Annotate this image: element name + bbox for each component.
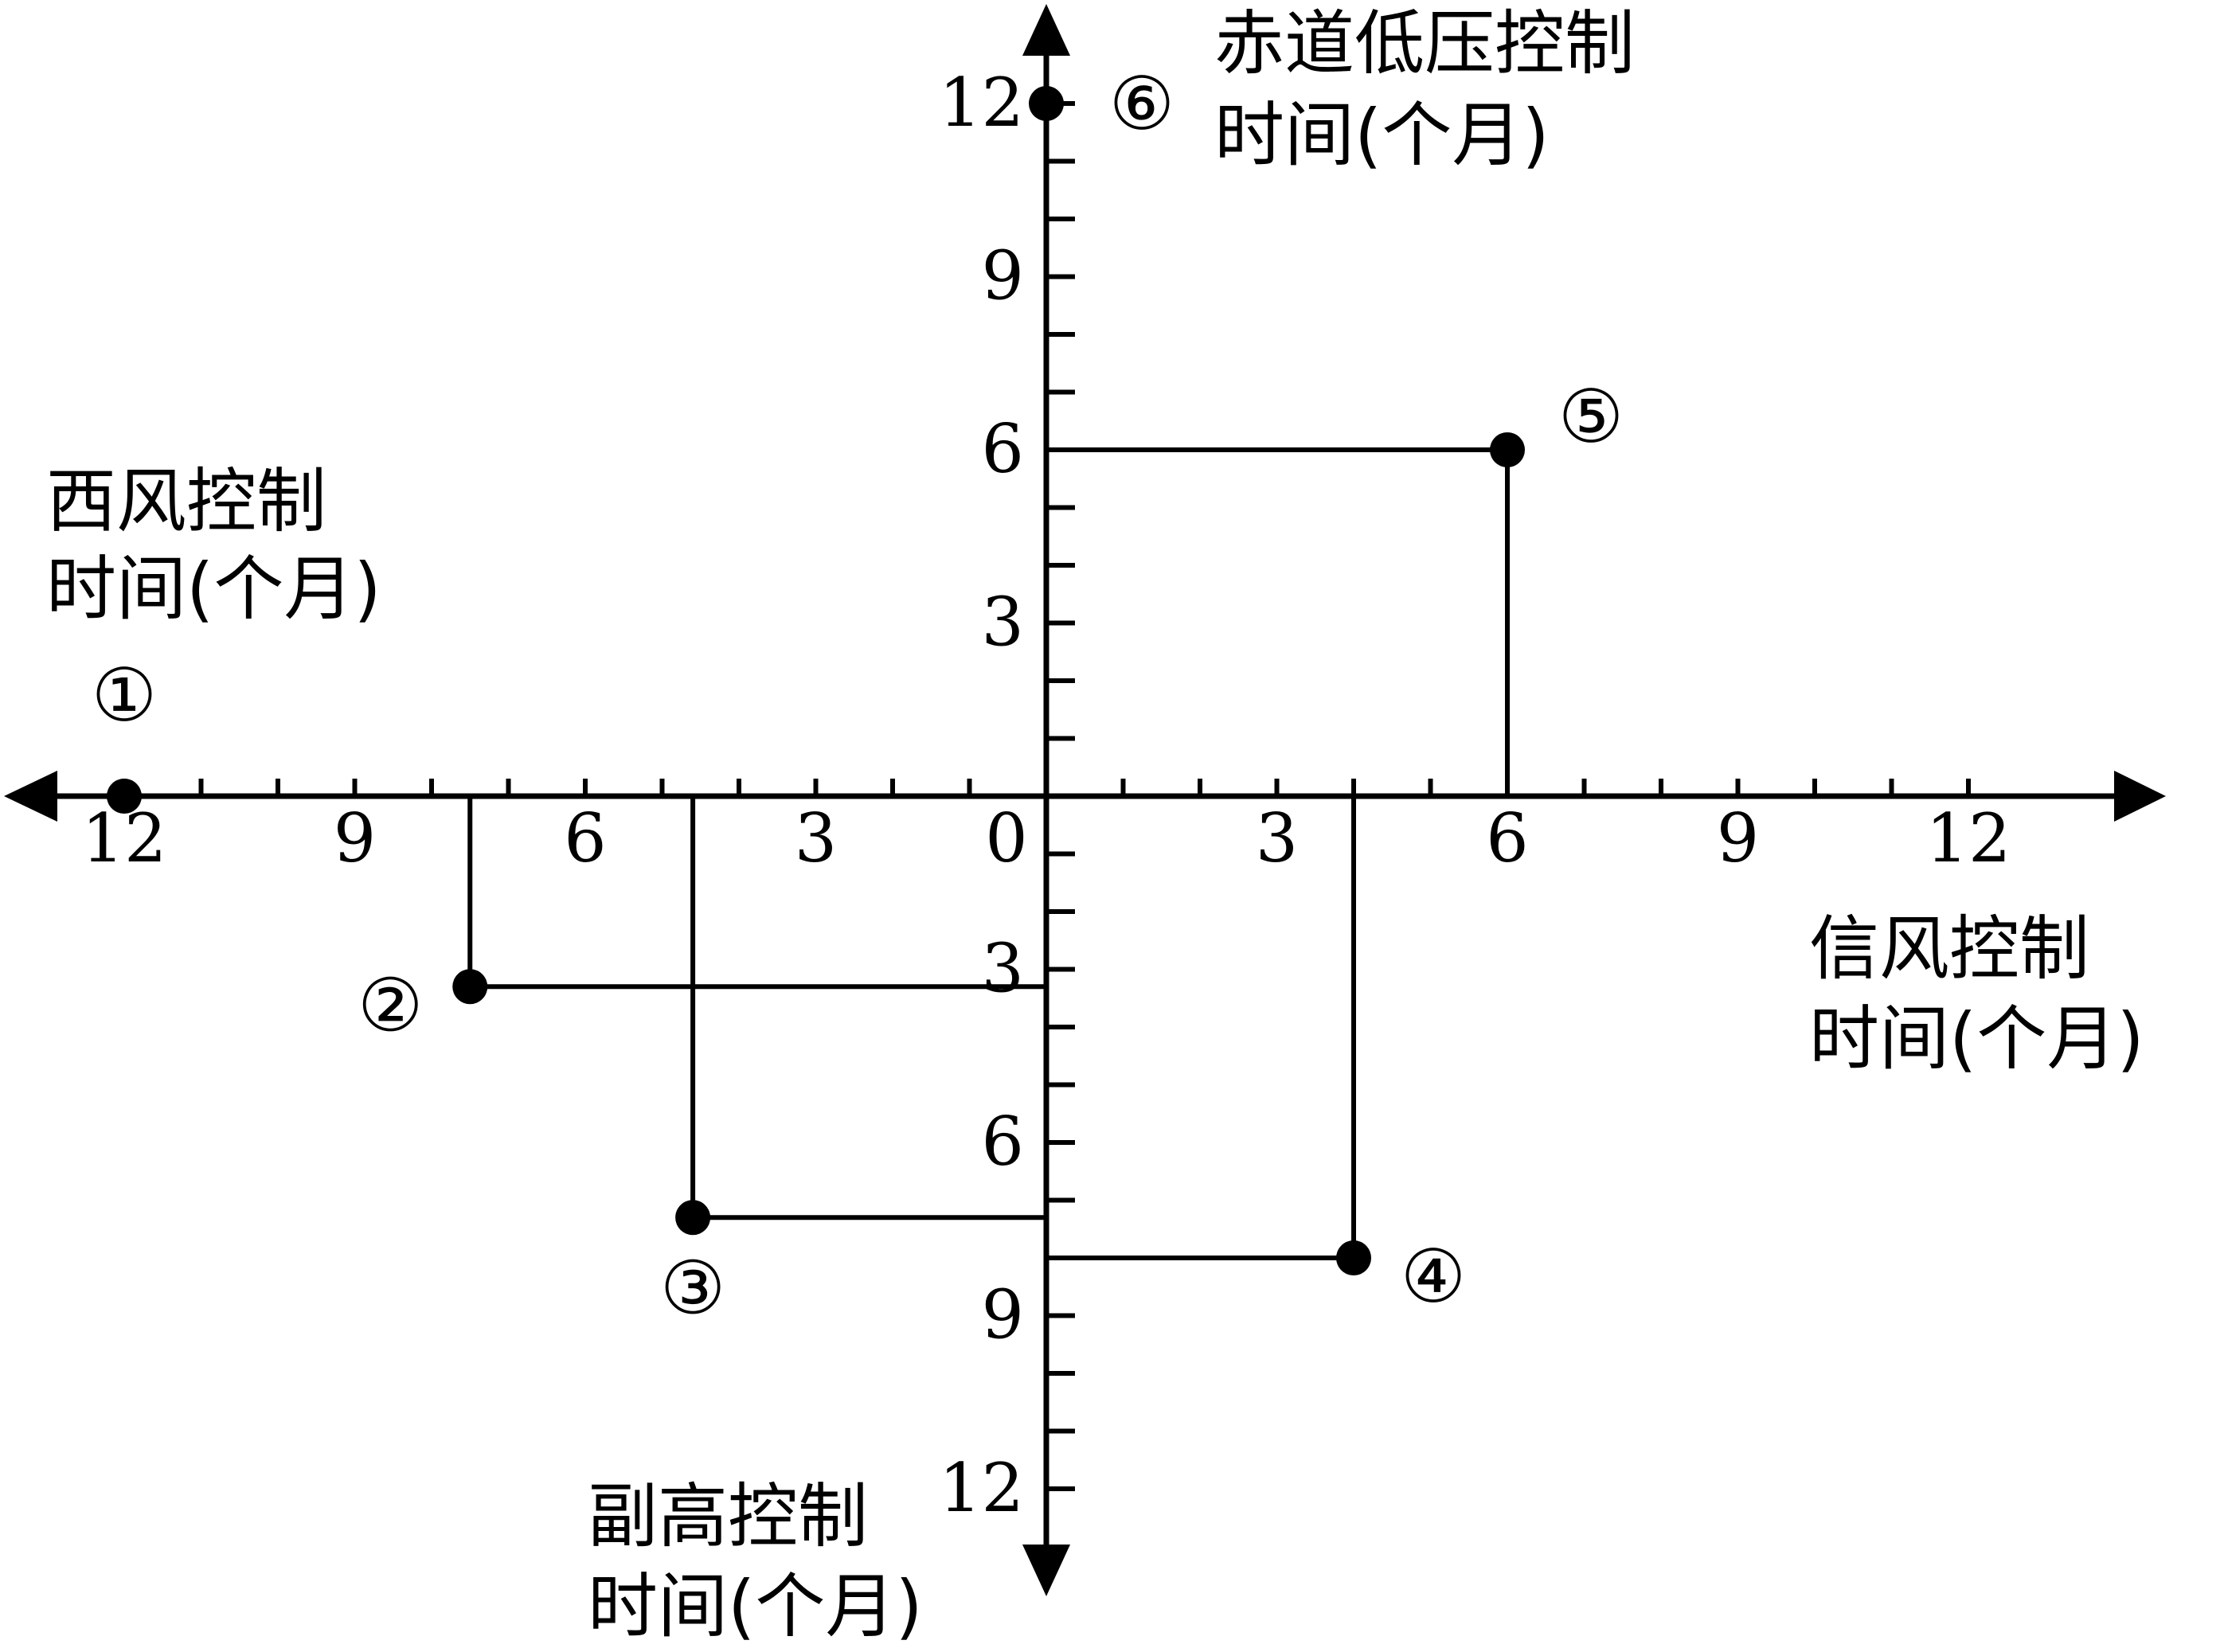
data-point-label: ① [92,653,157,738]
south-axis-title-line-1: 副高控制 [588,1475,868,1557]
north-tick-label: 3 [982,584,1024,662]
north-axis-title-line-1: 赤道低压控制 [1214,2,1635,84]
north-tick-label: 12 [939,64,1024,142]
east-axis-title-line-2: 时间(个月) [1809,998,2144,1080]
north-axis-title-line-2: 时间(个月) [1214,94,1550,176]
east-tick-label: 9 [1717,799,1759,877]
west-arrowhead [4,771,57,822]
south-tick-label: 6 [982,1103,1024,1181]
south-axis-title-line-2: 时间(个月) [588,1565,923,1647]
east-tick-label: 12 [1926,799,2011,877]
data-point [1336,1240,1371,1275]
east-axis-title: 信风控制 时间(个月) [1809,908,2144,1080]
west-axis-title-line-2: 时间(个月) [46,548,381,630]
data-point [452,969,488,1005]
south-tick-label: 3 [982,930,1024,1008]
east-tick-label: 3 [1256,799,1298,877]
east-arrowhead [2114,771,2166,822]
guide-lines [467,447,1510,1260]
axes [4,4,2166,1596]
data-point-label: ⑤ [1558,374,1624,459]
east-axis-title-line-1: 信风控制 [1809,908,2089,990]
data-point [675,1200,711,1236]
data-point [1029,86,1064,121]
west-tick-label: 6 [564,799,606,877]
south-tick-label: 9 [982,1276,1024,1354]
data-point [107,779,142,814]
south-arrowhead [1022,1545,1070,1596]
north-tick-label: 9 [982,237,1024,315]
data-point-label: ③ [660,1245,725,1330]
west-tick-label: 3 [795,799,837,877]
data-point [1490,432,1525,467]
west-tick-label: 9 [334,799,376,877]
data-point-label: ⑥ [1109,61,1175,146]
origin-label: 0 [985,799,1027,877]
south-axis-title: 副高控制 时间(个月) [588,1475,923,1647]
north-arrowhead [1022,4,1070,56]
north-axis-title: 赤道低压控制 时间(个月) [1214,2,1657,176]
north-tick-label: 6 [982,410,1024,488]
south-tick-label: 12 [939,1449,1024,1527]
west-axis-title-line-1: 西风控制 [46,460,326,542]
data-point-label: ② [358,963,423,1048]
data-point-label: ④ [1401,1234,1466,1319]
east-tick-label: 6 [1486,799,1528,877]
data-points: ① ② ③ ④ ⑤ ⑥ [92,61,1624,1330]
west-axis-title: 西风控制 时间(个月) [46,460,381,630]
